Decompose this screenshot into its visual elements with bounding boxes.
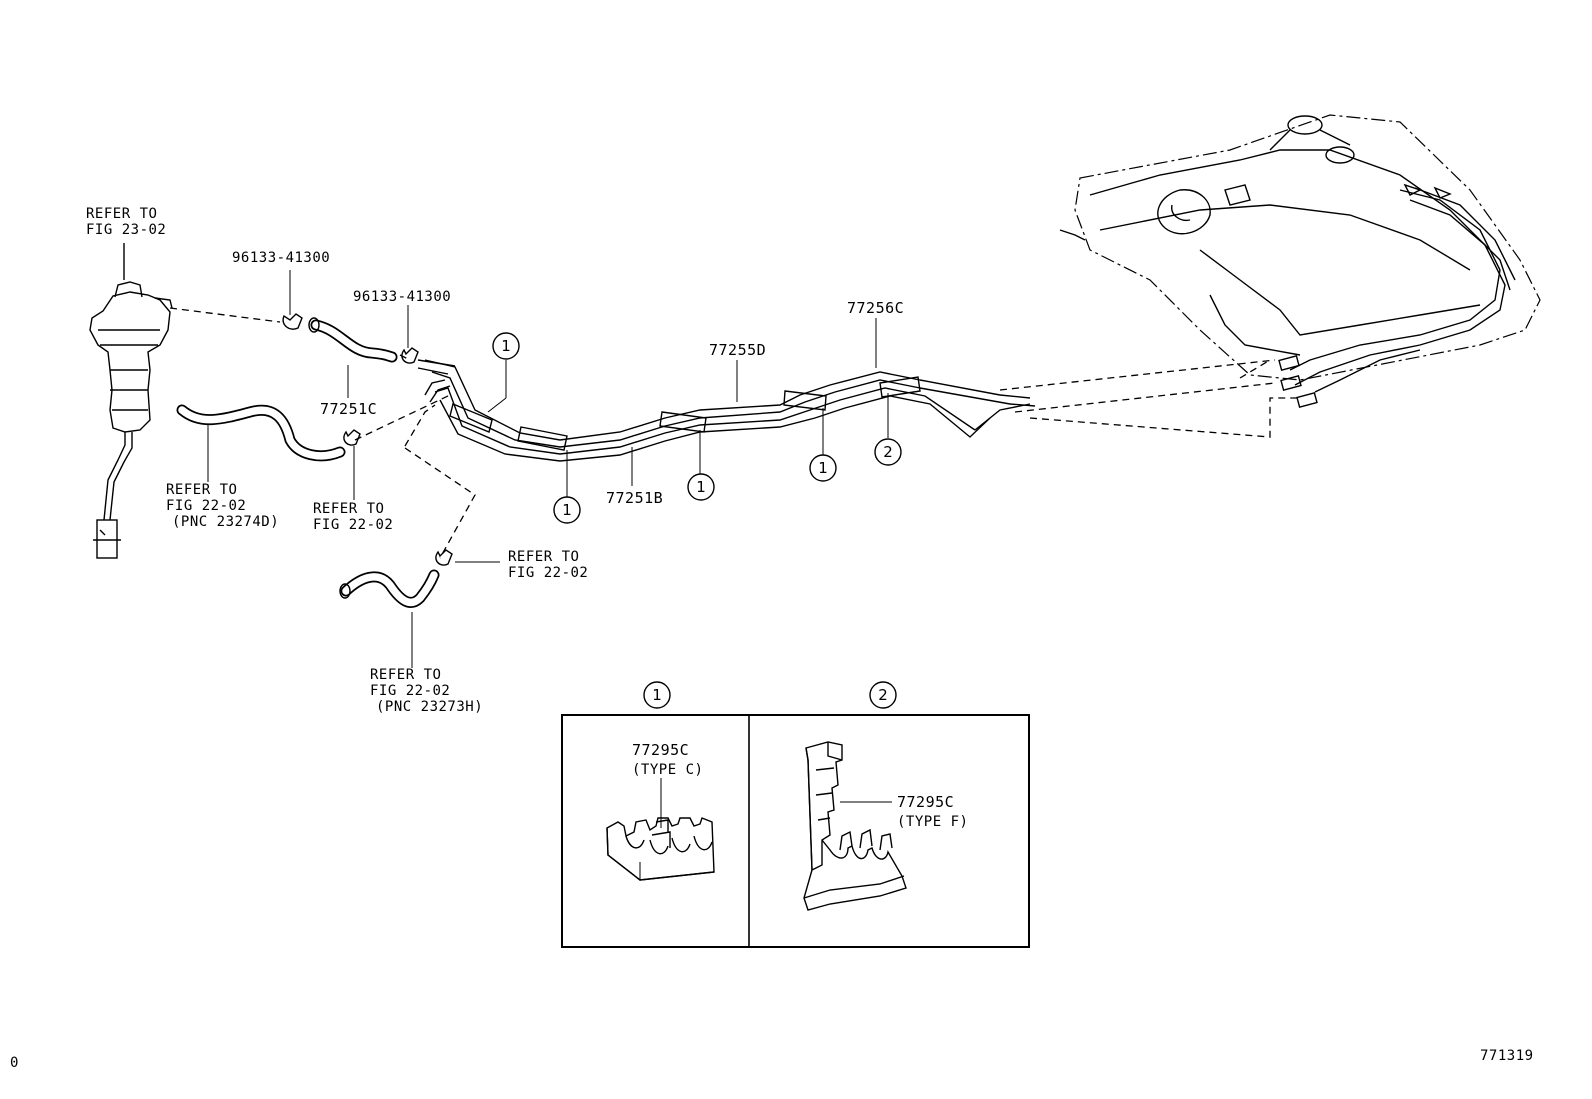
tube-77251b-label: 77251B: [606, 489, 663, 507]
detail-callout-2-num: 2: [878, 686, 888, 704]
refer-pnc-23273h-line2: FIG 22-02: [370, 683, 450, 699]
refer-fig-22-02-clamp-label: REFER TO FIG 22-02: [313, 501, 393, 533]
refer-clamp-line1: REFER TO: [313, 501, 384, 517]
hose-77251c: [308, 317, 398, 363]
refer-pnc-23274d-line1: REFER TO: [166, 482, 237, 498]
type-c-clamp-drawing: [606, 817, 715, 881]
connection-dash-lines: [169, 307, 1300, 559]
refer-pnc-23273h-line3: (PNC 23273H): [376, 699, 483, 715]
refer-clamp-line2: FIG 22-02: [313, 517, 393, 533]
footer-figure-number: 771319: [1480, 1048, 1534, 1064]
refer-fig-23-02-label: REFER TO FIG 23-02: [86, 206, 166, 238]
clamp-callout-1a: 1: [492, 332, 520, 360]
connector-pipes: [417, 359, 456, 403]
clamp-callout-1b: 1: [553, 496, 581, 524]
clamp-part-label-mid: 96133-41300: [353, 289, 451, 305]
clamp-callout-1a-num: 1: [501, 337, 511, 355]
clamp-callout-2: 2: [874, 438, 902, 466]
hose-pnc-23274d: [176, 404, 346, 462]
refer-pnc-23274d-line2: FIG 22-02: [166, 498, 246, 514]
refer-pnc-23274d-line3: (PNC 23274D): [172, 514, 279, 530]
refer-fig-23-02-line2: FIG 23-02: [86, 222, 166, 238]
clamp-callout-1d: 1: [809, 454, 837, 482]
refer-pnc-23273h-line1: REFER TO: [370, 667, 441, 683]
refer-right-line1: REFER TO: [508, 549, 579, 565]
refer-fig-22-02-pnc-23274d-label: REFER TO FIG 22-02 (PNC 23274D): [166, 482, 279, 530]
clamp-callout-1c: 1: [687, 473, 715, 501]
clamp-callout-2-num: 2: [883, 443, 893, 461]
detail-1-type-label: (TYPE C): [632, 762, 703, 778]
refer-right-line2: FIG 22-02: [508, 565, 588, 581]
detail-2-part-label: 77295C: [897, 793, 954, 811]
clamp-part-label-top: 96133-41300: [232, 250, 330, 266]
detail-callout-2: 2: [869, 681, 897, 709]
tube-77256c-label: 77256C: [847, 299, 904, 317]
tube-77255d-label: 77255D: [709, 341, 766, 359]
hose-77251c-label: 77251C: [320, 400, 377, 418]
clamp-callout-1d-num: 1: [818, 459, 828, 477]
detail-callout-1-num: 1: [652, 686, 662, 704]
detail-callout-1: 1: [643, 681, 671, 709]
hose-clamps: [282, 313, 453, 566]
clamp-detail-box: 1 2 77295C (TYPE C) 77295C (TYPE F): [561, 681, 1030, 948]
footer-left-code: 0: [10, 1055, 19, 1071]
detail-1-part-label: 77295C: [632, 741, 689, 759]
clamp-callout-1b-num: 1: [562, 501, 572, 519]
type-f-clamp-drawing: [803, 741, 907, 911]
fuel-tank: [1059, 114, 1541, 409]
detail-2-type-label: (TYPE F): [897, 814, 968, 830]
refer-fig-23-02-line1: REFER TO: [86, 206, 157, 222]
refer-fig-22-02-right-label: REFER TO FIG 22-02: [508, 549, 588, 581]
fuel-filter-assembly: [89, 243, 173, 559]
refer-fig-22-02-pnc-23273h-label: REFER TO FIG 22-02 (PNC 23273H): [370, 667, 483, 715]
clamp-callout-1c-num: 1: [696, 478, 706, 496]
hose-pnc-23273h: [339, 569, 440, 608]
leader-lines: [207, 270, 889, 668]
fuel-tube-bundle: [424, 359, 1036, 462]
